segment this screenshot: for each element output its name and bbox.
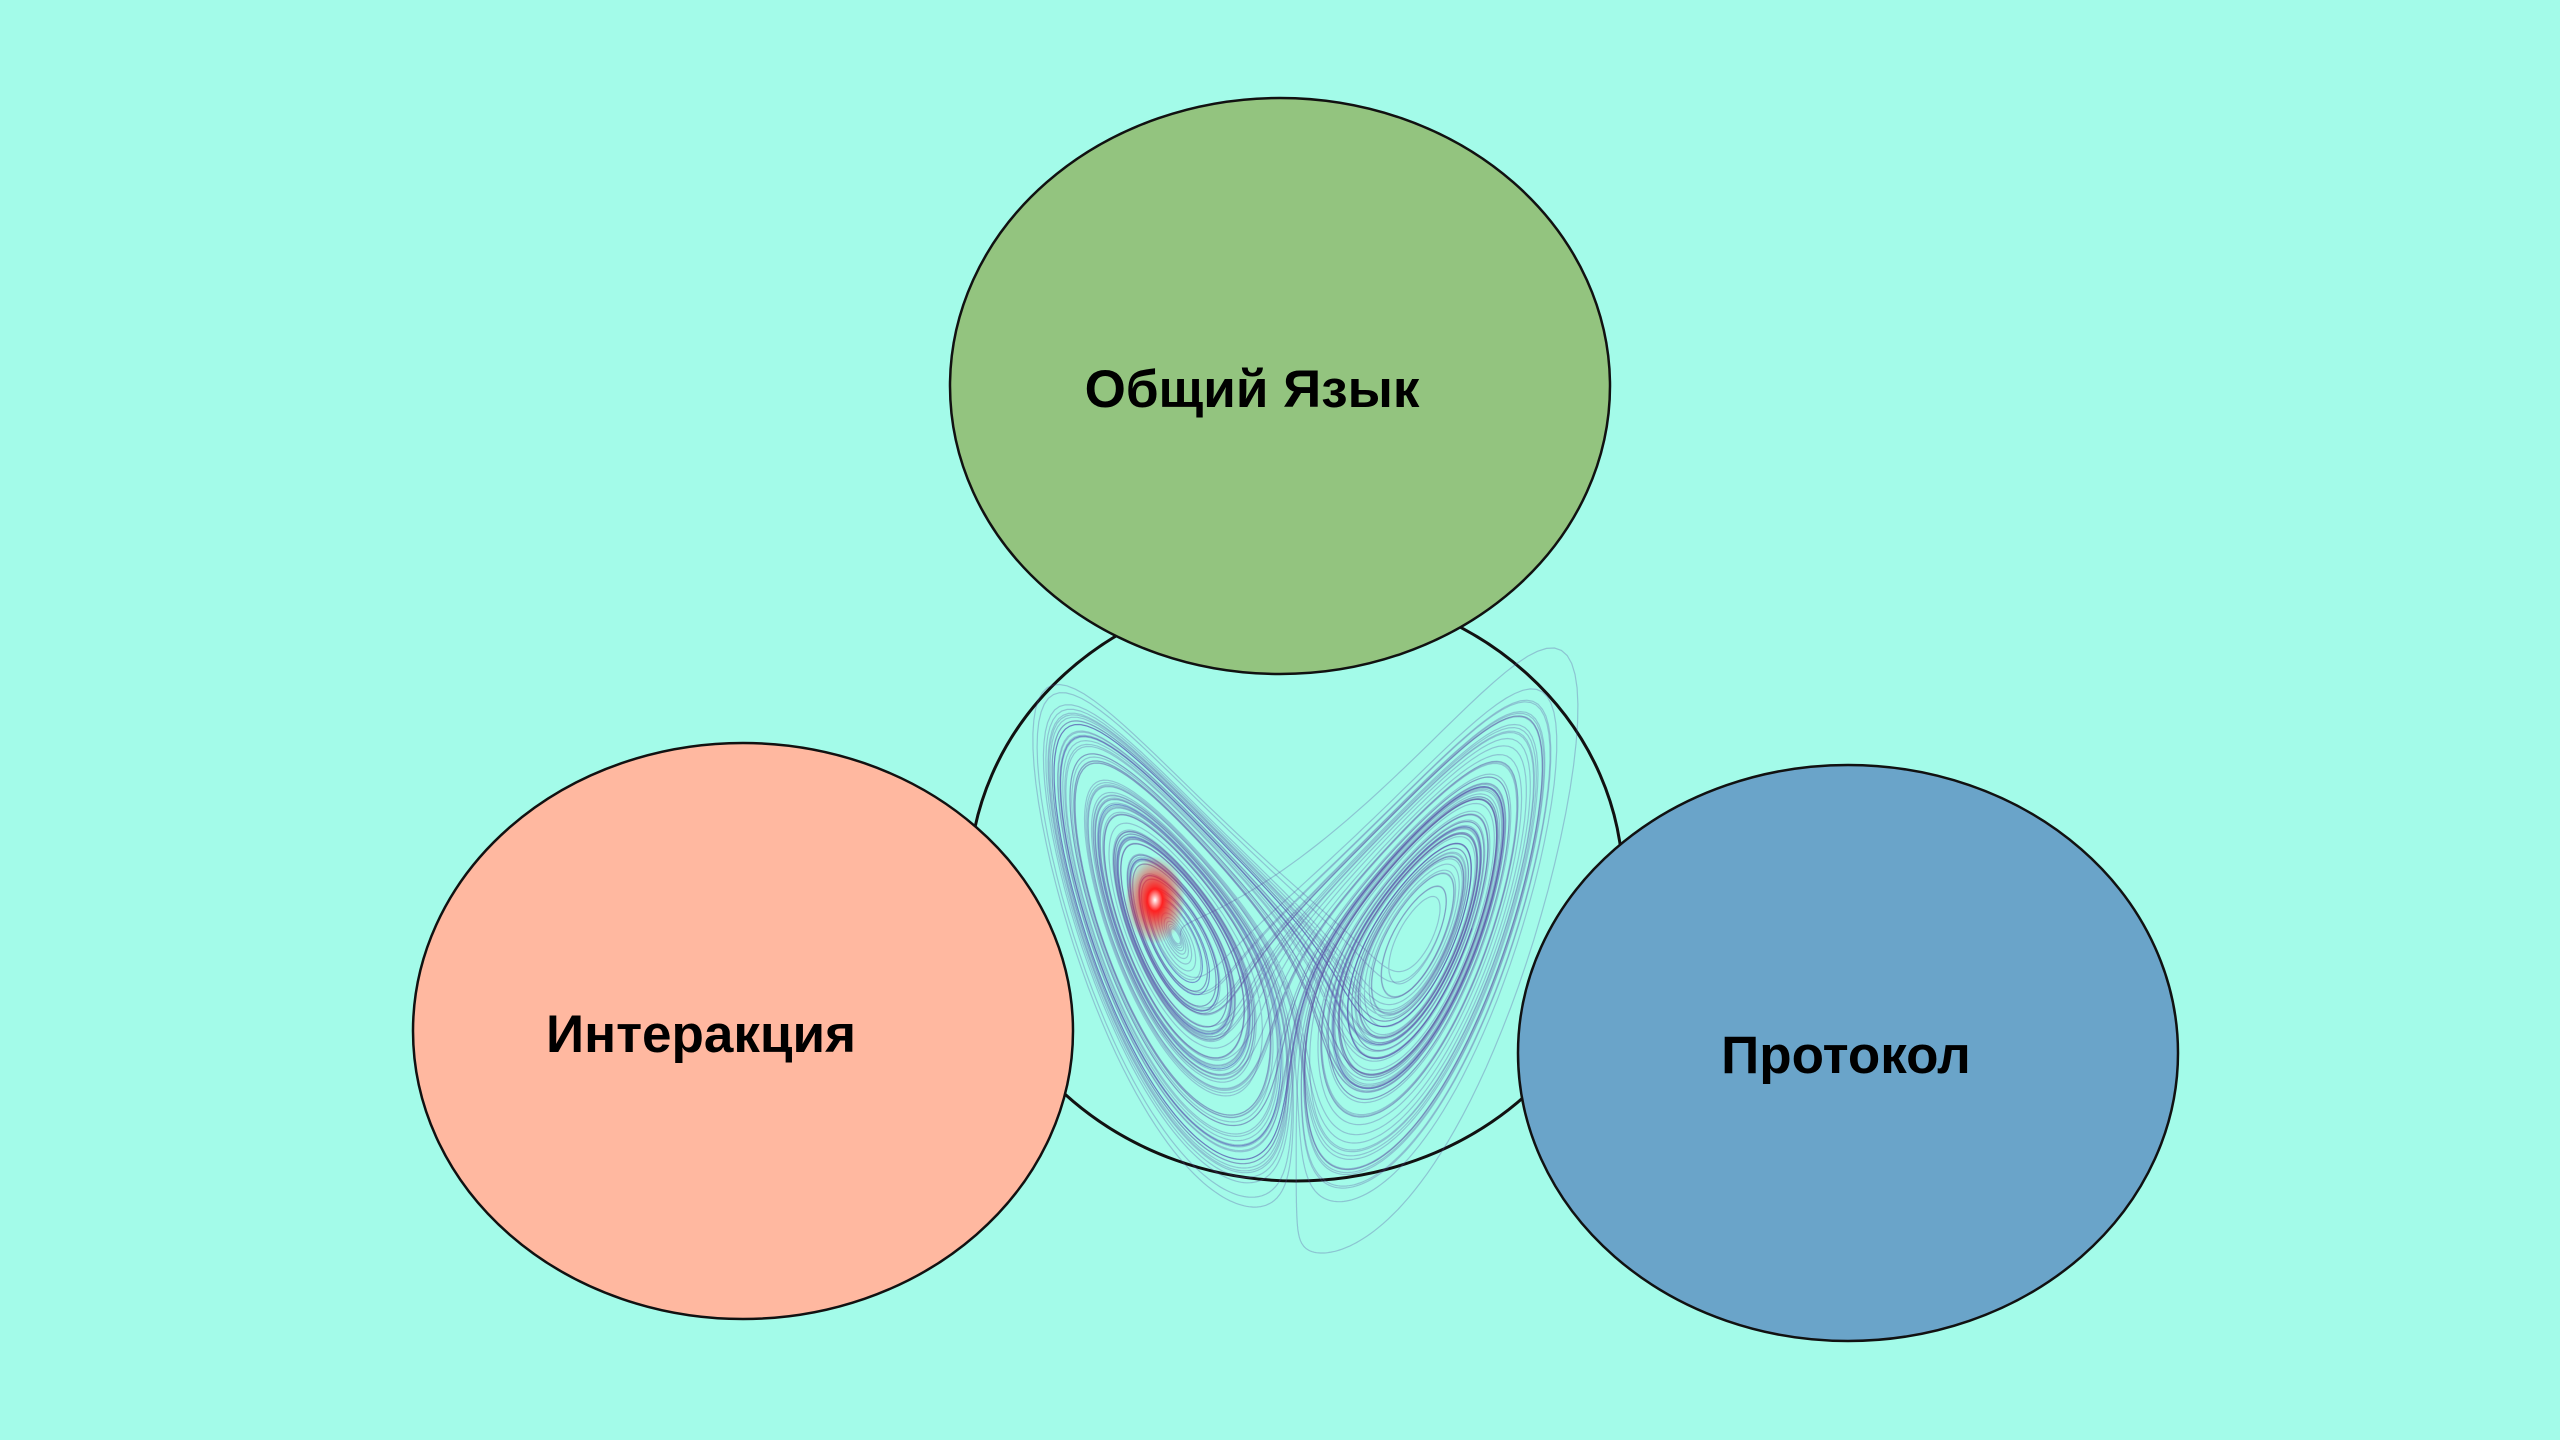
attractor-trace — [1051, 720, 1512, 1165]
label-common-language: Общий Язык — [1085, 360, 1420, 419]
node-protocol: Протокол — [1516, 763, 2180, 1343]
circle-protocol — [1516, 763, 2180, 1343]
attractor-trace — [1032, 683, 1545, 1208]
attractor-trace — [1056, 715, 1544, 1171]
attractor-trace — [1045, 708, 1531, 1179]
label-interaction: Интеракция — [546, 1005, 856, 1064]
node-interaction: Интеракция — [411, 741, 1075, 1321]
attractor-trace — [1047, 712, 1535, 1174]
label-protocol: Протокол — [1721, 1026, 1971, 1085]
attractor-trace — [1051, 715, 1544, 1171]
circle-common-language — [948, 96, 1612, 676]
attractor-trace — [1071, 647, 1579, 1254]
attractor-trace — [1057, 701, 1551, 1187]
attractor-trace — [1074, 762, 1276, 1116]
node-common-language: Общий Язык — [948, 96, 1612, 676]
attractor-trace — [1064, 726, 1537, 1157]
attractor-trace — [1036, 692, 1552, 1198]
attractor-trace — [1053, 723, 1539, 1161]
lorenz-attractor-icon — [1032, 647, 1579, 1254]
attractor-trace — [1048, 710, 1546, 1176]
attractor-core — [1125, 856, 1185, 944]
circle-interaction — [411, 741, 1075, 1321]
